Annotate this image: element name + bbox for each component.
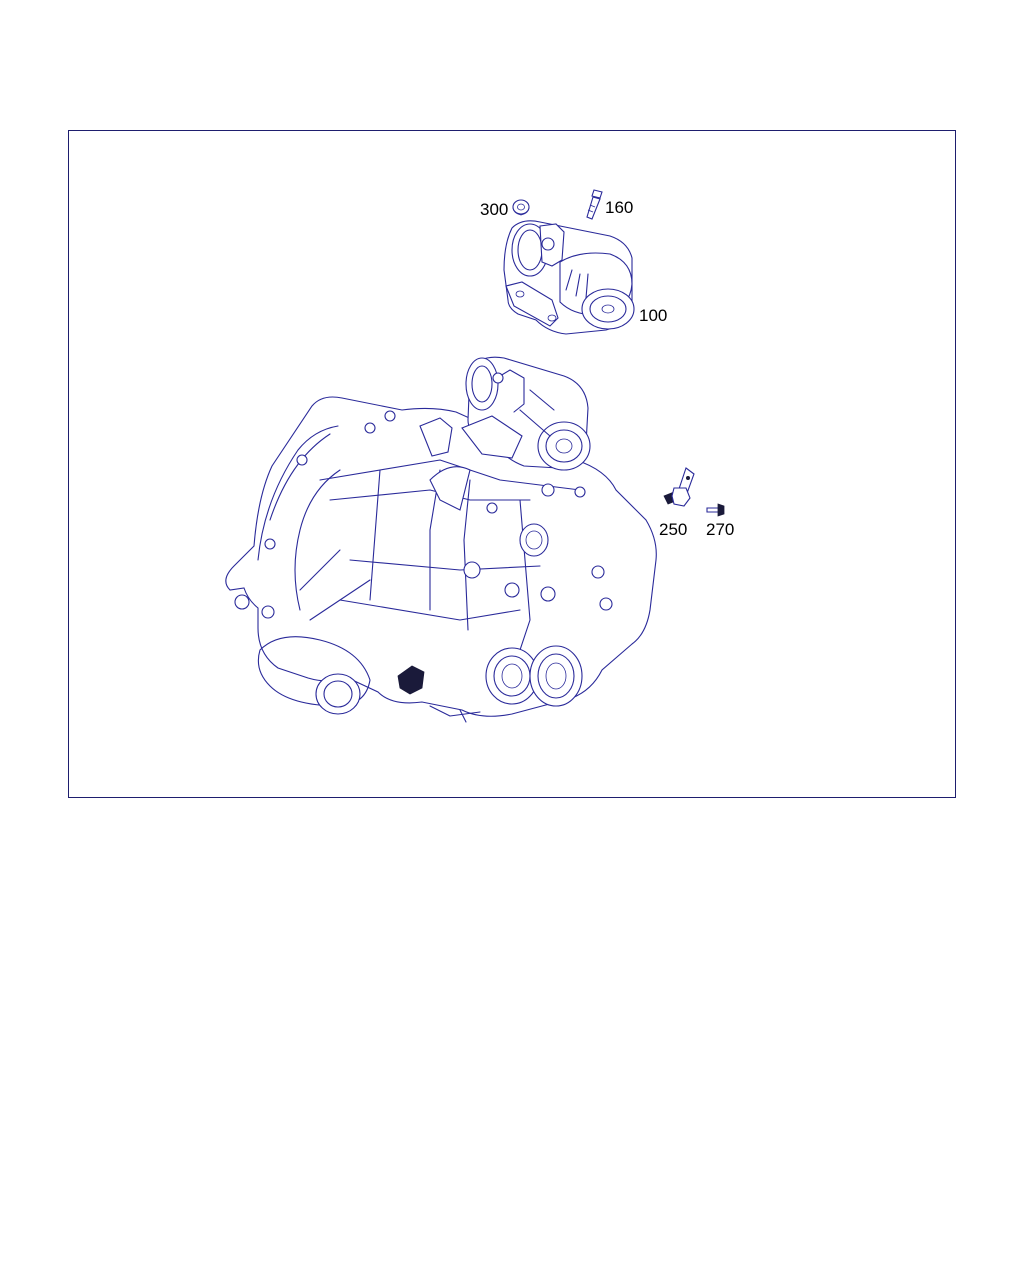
transmission-housing <box>225 396 657 723</box>
sensor-icon[interactable] <box>663 467 695 507</box>
actuator-motor-icon[interactable] <box>503 220 635 335</box>
part-label-270: 270 <box>706 520 735 539</box>
part-label-250: 250 <box>659 520 688 539</box>
part-label-100: 100 <box>639 306 668 325</box>
part-label-300: 300 <box>480 200 509 219</box>
washer-icon[interactable] <box>512 199 530 216</box>
diagram-frame <box>68 130 956 798</box>
part-label-160: 160 <box>605 198 634 217</box>
bolt-icon[interactable] <box>586 189 603 220</box>
mounted-actuator <box>461 356 591 471</box>
screw-icon[interactable] <box>706 503 725 517</box>
